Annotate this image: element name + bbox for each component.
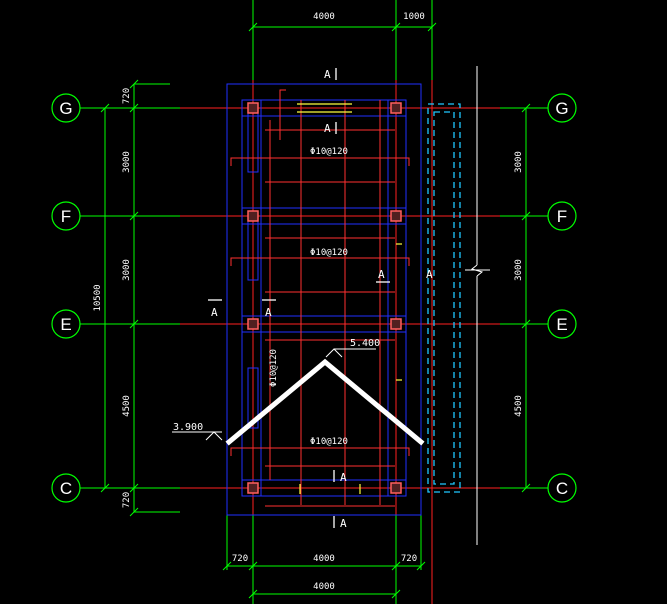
- dimension-lines: [80, 0, 548, 604]
- axis-label-left-g: G: [59, 99, 72, 118]
- column-c-left: [247, 482, 259, 494]
- dim-right-4500: 4500: [514, 395, 524, 417]
- dim-left-10500: 10500: [93, 284, 103, 311]
- dim-left-3000-a: 3000: [122, 151, 132, 173]
- axis-label-right-c: C: [556, 479, 568, 498]
- column-f-right: [390, 210, 402, 222]
- dim-left-4500: 4500: [122, 395, 132, 417]
- section-mark-bottom: A: [340, 517, 347, 530]
- axis-bubble-left-e: [51, 309, 81, 339]
- rebar-lines: [230, 89, 410, 507]
- dim-right-3000-a: 3000: [514, 151, 524, 173]
- rebar-label-3: Φ10@120: [310, 437, 348, 447]
- column-e-left: [247, 318, 259, 330]
- dim-right-3000-b: 3000: [514, 259, 524, 281]
- axis-label-left-c: C: [60, 479, 72, 498]
- section-mark-left2: A: [265, 306, 272, 319]
- rebar-texts: Φ10@120 Φ10@120 Φ10@120 Φ10@120: [269, 147, 348, 447]
- rebar-label-2: Φ10@120: [310, 248, 348, 258]
- axis-bubbles: [51, 93, 577, 503]
- axis-label-left-f: F: [61, 207, 71, 226]
- dim-left-720-bottom: 720: [122, 492, 132, 508]
- side-slab-dashed: [427, 103, 461, 493]
- column-g-right: [390, 102, 402, 114]
- elevation-eave: 3.900: [173, 422, 203, 433]
- break-line: [465, 66, 490, 545]
- dim-top-4000: 4000: [313, 12, 335, 22]
- grid-lines-red: [180, 80, 500, 604]
- axis-label-right-f: F: [557, 207, 567, 226]
- dim-left-3000-b: 3000: [122, 259, 132, 281]
- slab-outline: [226, 83, 422, 516]
- axis-bubble-right-f: [547, 201, 577, 231]
- section-mark-far-right: A: [426, 268, 433, 281]
- column-g-left: [247, 102, 259, 114]
- section-mark-texts: A A A A A A A A: [211, 68, 433, 530]
- column-e-right: [390, 318, 402, 330]
- dim-bottom-4000: 4000: [313, 554, 335, 564]
- axis-label-right-e: E: [556, 315, 567, 334]
- dim-bottom2-4000: 4000: [313, 582, 335, 592]
- axis-bubble-labels: G F E C G F E C: [59, 99, 568, 498]
- elevation-ridge: 5.400: [350, 338, 380, 349]
- elevation-texts: 5.400 3.900: [173, 338, 380, 433]
- elevation-markers: [172, 348, 376, 441]
- dim-left-720-top: 720: [122, 88, 132, 104]
- section-tick-lines: [208, 68, 390, 528]
- rebar-label-vertical: Φ10@120: [269, 349, 279, 387]
- section-mark-mid-right: A: [378, 268, 385, 281]
- columns: [247, 102, 402, 494]
- axis-bubble-right-c: [547, 473, 577, 503]
- axis-bubble-right-g: [547, 93, 577, 123]
- section-mark-left1: A: [211, 306, 218, 319]
- column-f-left: [247, 210, 259, 222]
- yellow-marks: [297, 103, 402, 494]
- axis-label-right-g: G: [555, 99, 568, 118]
- section-mark-bottom-inner: A: [340, 471, 347, 484]
- axis-bubble-left-g: [51, 93, 81, 123]
- roof-profile: [225, 358, 425, 446]
- dim-bottom-720-left: 720: [232, 554, 248, 564]
- dim-bottom-720-right: 720: [401, 554, 417, 564]
- axis-bubble-right-e: [547, 309, 577, 339]
- dimension-texts: 4000 1000 720 4000 720 4000 10500 720 30…: [93, 12, 524, 592]
- axis-bubble-left-c: [51, 473, 81, 503]
- rebar-label-1: Φ10@120: [310, 147, 348, 157]
- axis-label-left-e: E: [60, 315, 71, 334]
- dim-top-1000: 1000: [403, 12, 425, 22]
- section-mark-top: A: [324, 68, 331, 81]
- column-c-right: [390, 482, 402, 494]
- axis-bubble-left-f: [51, 201, 81, 231]
- section-mark-top-inner: A: [324, 122, 331, 135]
